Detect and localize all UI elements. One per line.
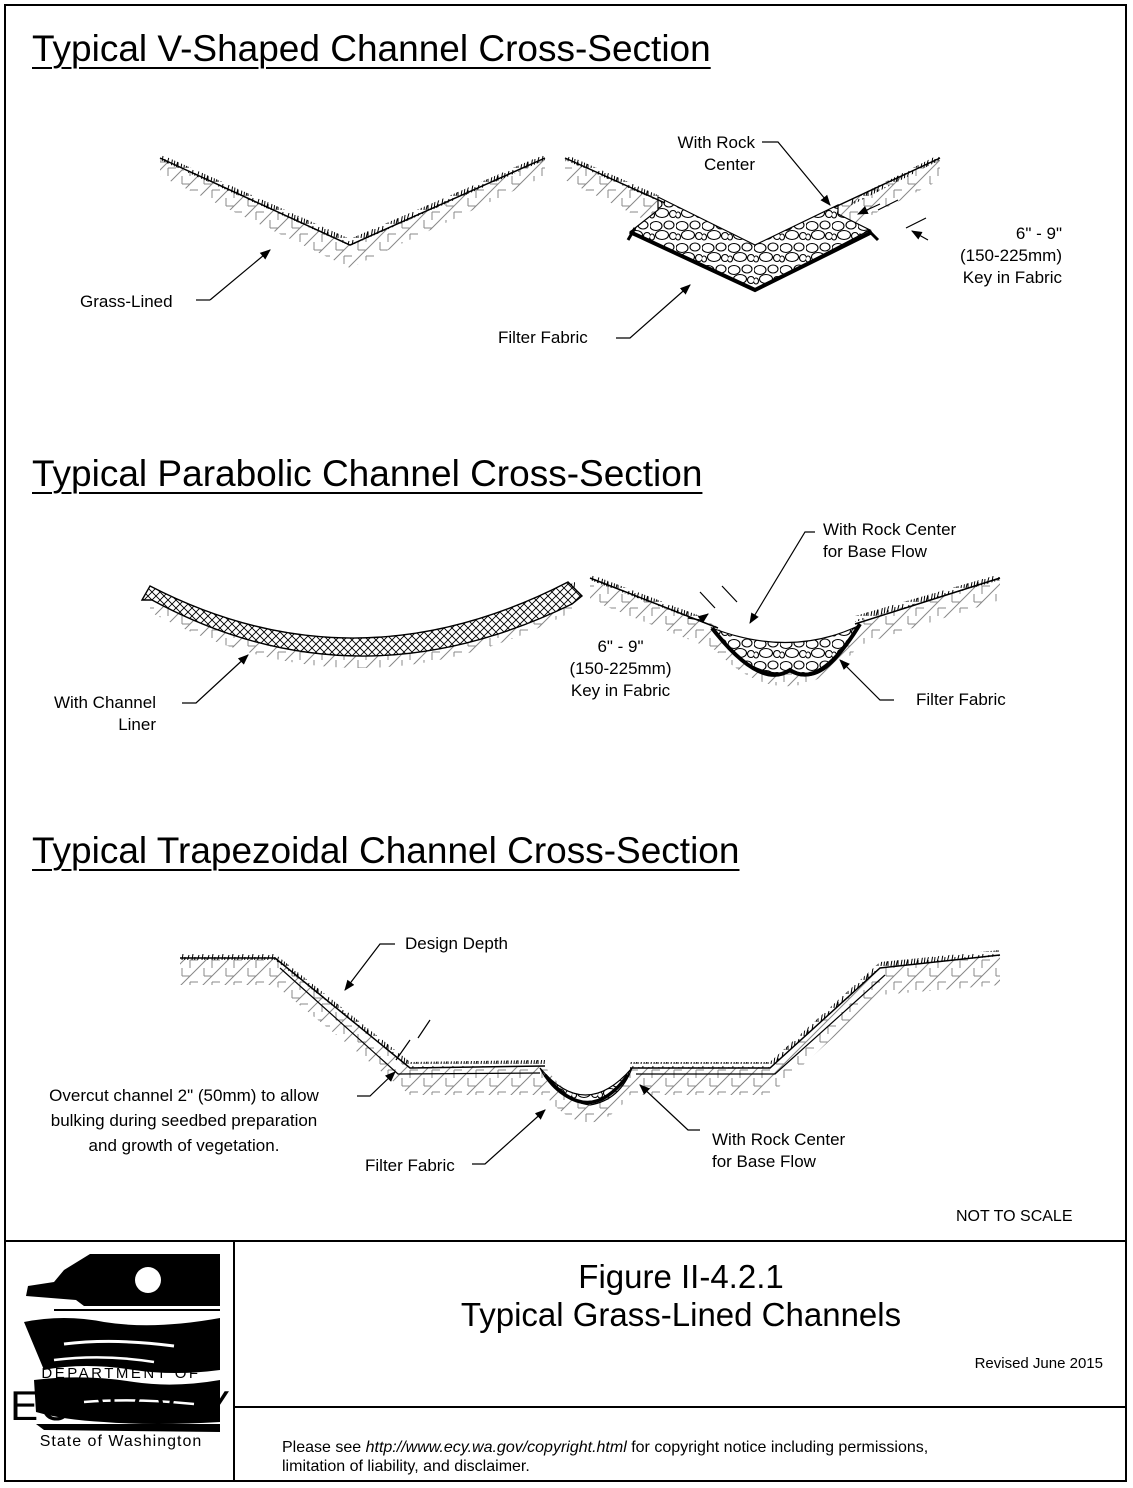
label-trap-rock-line2: for Base Flow [712, 1152, 816, 1171]
label-v-dim-line2: (150-225mm) [959, 246, 1062, 265]
label-grass-lined: Grass-Lined [80, 292, 173, 311]
ecology-label: ECOLOGY [10, 1382, 232, 1429]
trapezoidal-drawing [180, 943, 1001, 1165]
label-parabolic-dim-line2: (150-225mm) [569, 659, 672, 678]
copyright-link[interactable]: http://www.ecy.wa.gov/copyright.html [365, 1439, 627, 1456]
v-rock-center-drawing [564, 141, 941, 339]
label-overcut-line2: bulking during seedbed preparation [50, 1111, 318, 1130]
figure-title: Typical Grass-Lined Channels [460, 1296, 902, 1333]
label-parabolic-rock-line2: for Base Flow [823, 542, 927, 561]
label-trap-rock-line1: With Rock Center [712, 1130, 846, 1149]
ecology-logo-icon [24, 1252, 220, 1452]
label-channel-liner-line1: With Channel [53, 693, 156, 712]
figure-number: Figure II-4.2.1 [578, 1258, 784, 1295]
revised-date: Revised June 2015 [974, 1355, 1103, 1372]
label-parabolic-filter-fabric: Filter Fabric [916, 690, 1006, 709]
label-v-dim-line1: 6" - 9" [1015, 224, 1062, 243]
copyright-rule [233, 1406, 1127, 1408]
label-trap-filter-fabric: Filter Fabric [365, 1156, 455, 1175]
title-v-shaped: Typical V-Shaped Channel Cross-Section [32, 28, 711, 69]
label-overcut-line1: Overcut channel 2" (50mm) to allow [49, 1086, 319, 1105]
copyright-note: Please see http://www.ecy.wa.gov/copyrig… [282, 1439, 929, 1475]
parabolic-liner-drawing [140, 581, 584, 704]
v-grass-lined-drawing [159, 154, 546, 301]
parabolic-rock-drawing [589, 531, 1001, 701]
title-trapezoidal: Typical Trapezoidal Channel Cross-Sectio… [32, 830, 740, 871]
title-block-top-rule [4, 1240, 1127, 1242]
state-label: State of Washington [39, 1433, 203, 1450]
dept-of-label: DEPARTMENT OF [41, 1365, 201, 1382]
title-block-divider [233, 1240, 235, 1482]
label-v-filter-fabric: Filter Fabric [498, 328, 588, 347]
not-to-scale-note: NOT TO SCALE [956, 1208, 1073, 1225]
label-channel-liner-line2: Liner [118, 715, 156, 734]
label-with-rock-line2: Center [703, 155, 755, 174]
label-v-dim-line3: Key in Fabric [962, 268, 1062, 287]
label-with-rock-line1: With Rock [677, 133, 755, 152]
label-parabolic-dim-line3: Key in Fabric [570, 681, 671, 700]
label-parabolic-dim-line1: 6" - 9" [597, 637, 644, 656]
title-parabolic: Typical Parabolic Channel Cross-Section [32, 453, 703, 494]
label-overcut-line3: and growth of vegetation. [88, 1136, 280, 1155]
figure-caption: Figure II-4.2.1 Typical Grass-Lined Chan… [238, 1258, 1124, 1334]
drawing-frame [4, 4, 1127, 1482]
label-design-depth: Design Depth [405, 934, 509, 953]
label-parabolic-rock-line1: With Rock Center [823, 520, 957, 539]
